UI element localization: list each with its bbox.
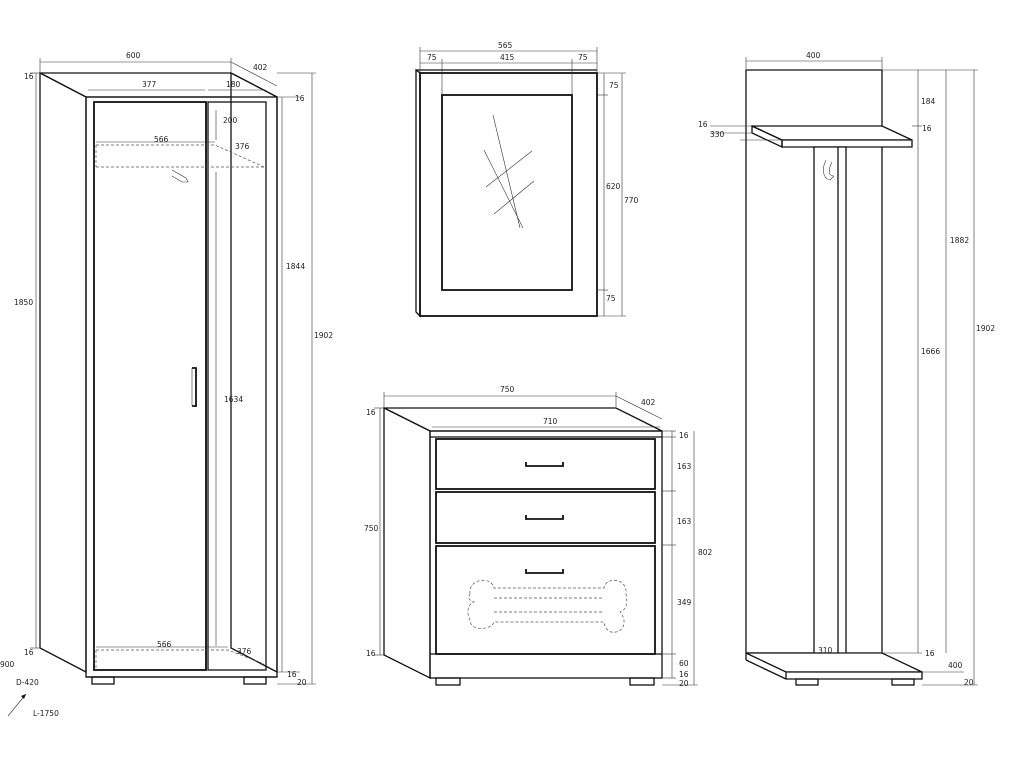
dim-wardrobe-depth: 402 <box>253 63 268 72</box>
dim-mirror-glass-height: 620 <box>606 182 621 191</box>
dim-hallstand-panel-height: 1666 <box>921 347 940 356</box>
dim-wardrobe-door-height: 1634 <box>224 395 243 404</box>
dim-wardrobe-shelf-width: 566 <box>154 135 169 144</box>
dim-wardrobe-foot: 20 <box>297 678 307 687</box>
dim-dresser-bottom-thk: 16 <box>366 649 376 658</box>
dim-dresser-depth: 402 <box>641 398 656 407</box>
dim-mirror-margin-top: 75 <box>609 81 619 90</box>
callout-l: L-1750 <box>33 709 59 718</box>
dim-dresser-foot: 20 <box>679 679 689 688</box>
dim-wardrobe-bottom-thk: 16 <box>24 648 34 657</box>
dim-hallstand-shelf-thk-right: 16 <box>922 124 932 133</box>
dim-dresser-drawer2: 163 <box>677 517 692 526</box>
dim-dresser-width: 750 <box>500 385 515 394</box>
dim-wardrobe-height-1850: 1850 <box>14 298 33 307</box>
wardrobe-labels: 600 402 377 180 16 16 200 566 376 1850 1… <box>0 51 333 718</box>
dim-wardrobe-top-thk: 16 <box>295 94 305 103</box>
dim-wardrobe-height-1844: 1844 <box>286 262 305 271</box>
hallstand-outline <box>745 69 923 686</box>
wardrobe-outline <box>39 71 278 685</box>
dresser: 750 402 710 16 750 16 16 163 163 802 349… <box>364 385 713 688</box>
hallstand: 400 184 16 16 330 1882 1902 1666 310 16 … <box>698 51 995 687</box>
dim-wardrobe-width: 600 <box>126 51 141 60</box>
dim-mirror-margin-bottom: 75 <box>606 294 616 303</box>
dim-dresser-base: 16 <box>679 670 689 679</box>
mirror-labels: 565 75 415 75 75 620 770 75 <box>427 41 639 303</box>
dim-hallstand-shelf-depth: 330 <box>710 130 725 139</box>
dim-hallstand-top-gap: 184 <box>921 97 936 106</box>
dim-wardrobe-bottom-depth: 376 <box>237 647 252 656</box>
dim-wardrobe-bottom-width: 566 <box>157 640 172 649</box>
dresser-dimension-lines <box>374 392 698 686</box>
dim-mirror-height: 770 <box>624 196 639 205</box>
dim-wardrobe-shelf-depth: 376 <box>235 142 250 151</box>
hallstand-labels: 400 184 16 16 330 1882 1902 1666 310 16 … <box>698 51 995 687</box>
dim-hallstand-shelf-thk-left: 16 <box>698 120 708 129</box>
dim-hallstand-base-depth: 310 <box>818 646 833 655</box>
mirror-outline <box>415 68 598 318</box>
dim-wardrobe-shelf-gap: 200 <box>223 116 238 125</box>
dim-dresser-plinth: 60 <box>679 659 689 668</box>
dim-wardrobe-side-top: 16 <box>24 72 34 81</box>
hallstand-dimension-lines <box>710 57 978 686</box>
dim-dresser-top-thk-right: 16 <box>679 431 689 440</box>
dim-dresser-top-thk: 16 <box>366 408 376 417</box>
dim-hallstand-base-thk: 16 <box>925 649 935 658</box>
dresser-outline <box>383 406 663 686</box>
dim-dresser-drawer1: 163 <box>677 462 692 471</box>
dim-mirror-margin-left: 75 <box>427 53 437 62</box>
dim-partial-left: 900 <box>0 660 15 669</box>
dim-wardrobe-left-width: 377 <box>142 80 157 89</box>
dim-hallstand-height-1882: 1882 <box>950 236 969 245</box>
wardrobe-dimension-lines <box>7 58 316 717</box>
dim-mirror-margin-right: 75 <box>578 53 588 62</box>
dim-dresser-height: 750 <box>364 524 379 533</box>
dresser-labels: 750 402 710 16 750 16 16 163 163 802 349… <box>364 385 713 688</box>
dim-wardrobe-height-1902: 1902 <box>314 331 333 340</box>
wardrobe: 600 402 377 180 16 16 200 566 376 1850 1… <box>0 51 333 718</box>
dim-wardrobe-right-width: 180 <box>226 80 241 89</box>
dim-dresser-total-height: 802 <box>698 548 713 557</box>
dim-hallstand-depth: 400 <box>948 661 963 670</box>
dim-hallstand-foot: 20 <box>964 678 974 687</box>
callout-d: D-420 <box>16 678 39 687</box>
dim-mirror-width: 565 <box>498 41 513 50</box>
dim-dresser-drawer3: 349 <box>677 598 692 607</box>
dim-hallstand-width: 400 <box>806 51 821 60</box>
dim-hallstand-height-1902: 1902 <box>976 324 995 333</box>
mirror: 565 75 415 75 75 620 770 75 <box>415 41 639 318</box>
dim-wardrobe-plinth: 16 <box>287 670 297 679</box>
mirror-dimension-lines <box>419 47 626 317</box>
dim-mirror-glass-width: 415 <box>500 53 515 62</box>
dim-dresser-inner-width: 710 <box>543 417 558 426</box>
